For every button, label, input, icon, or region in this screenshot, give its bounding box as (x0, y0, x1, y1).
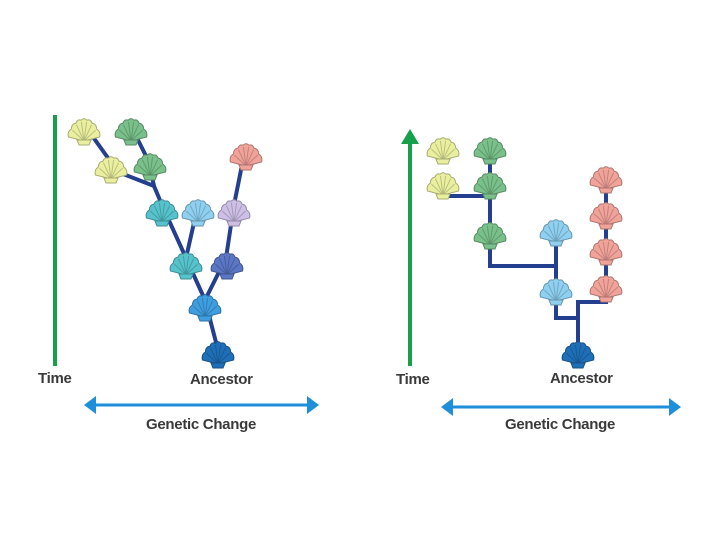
shell (589, 275, 623, 303)
left-diagram (53, 115, 319, 414)
left-genetic-axis (84, 396, 319, 414)
shell (589, 202, 623, 230)
left-ancestor-label: Ancestor (190, 371, 253, 388)
right-time-arrowhead (401, 129, 419, 144)
right-branches (441, 145, 608, 350)
shell (188, 294, 222, 322)
shell (539, 219, 573, 247)
left-shells (67, 118, 263, 369)
shell (473, 137, 507, 165)
shell (181, 199, 215, 227)
left-branch (86, 128, 164, 207)
right-genetic-axis (441, 398, 681, 416)
shell (473, 222, 507, 250)
shell (229, 143, 263, 171)
shell (426, 172, 460, 200)
left-genetic-change-label: Genetic Change (146, 416, 256, 433)
shell (561, 341, 595, 369)
left-time-label: Time (38, 370, 72, 387)
right-ancestor-label: Ancestor (550, 370, 613, 387)
shell (426, 137, 460, 165)
shell (94, 156, 128, 184)
right-shells (426, 137, 623, 369)
shell (169, 252, 203, 280)
shell (473, 172, 507, 200)
right-branch (576, 172, 608, 318)
shell (67, 118, 101, 146)
shell (539, 278, 573, 306)
right-branch (441, 180, 580, 350)
shell (589, 238, 623, 266)
right-genetic-change-label: Genetic Change (505, 416, 615, 433)
shell (217, 199, 251, 227)
right-time-label: Time (396, 371, 430, 388)
shell (114, 118, 148, 146)
shell (201, 341, 235, 369)
shell (210, 252, 244, 280)
shell (133, 153, 167, 181)
shell (589, 166, 623, 194)
right-diagram (401, 129, 681, 416)
shell (145, 199, 179, 227)
